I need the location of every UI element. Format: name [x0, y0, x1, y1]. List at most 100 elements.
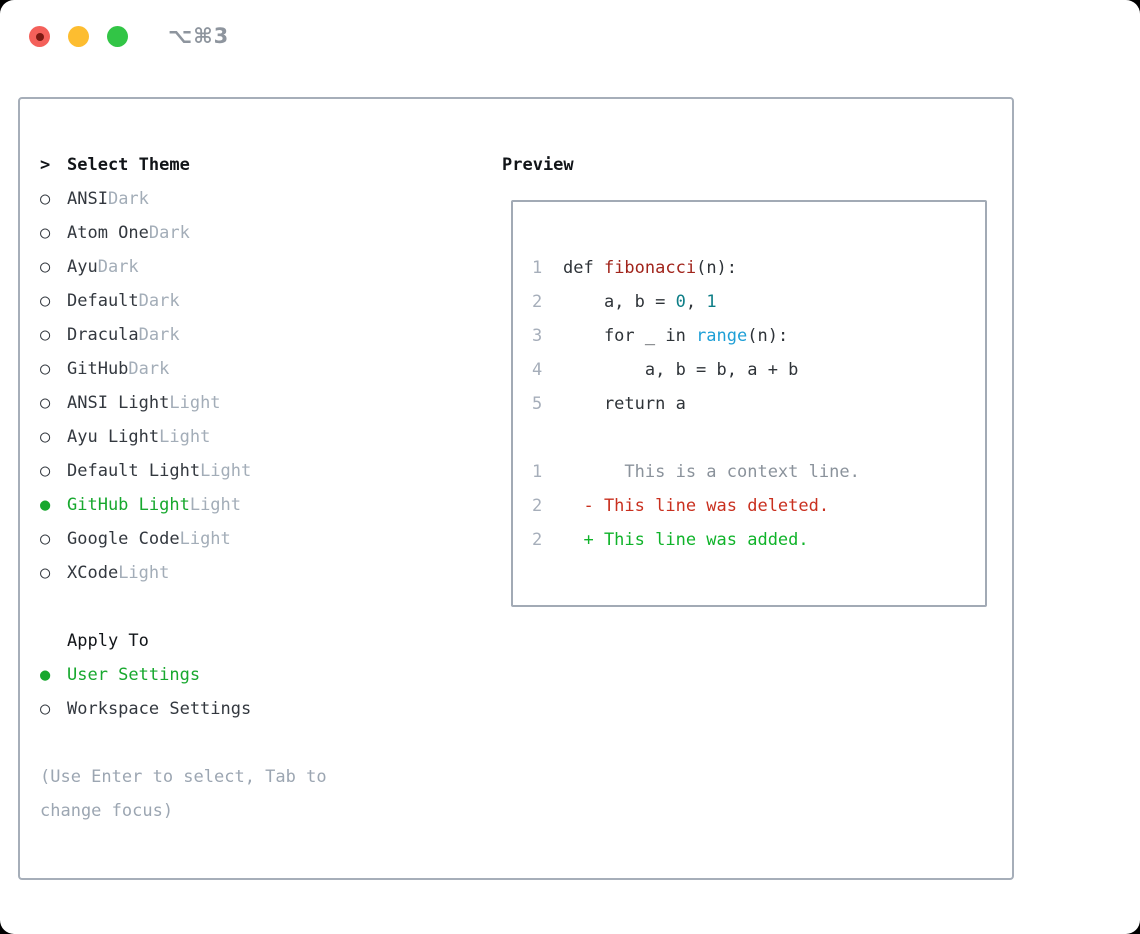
- line-content: def fibonacci(n):: [563, 258, 737, 278]
- theme-option-dracula-dark[interactable]: ○ Dracula Dark: [40, 318, 502, 352]
- code-segment-code: a, b =: [563, 292, 676, 312]
- theme-variant: Dark: [107, 189, 149, 209]
- radio-icon: ○: [40, 359, 51, 379]
- section-spacer: [40, 590, 502, 624]
- theme-variant: Light: [118, 563, 170, 583]
- window-titlebar: ⌥⌘3: [0, 0, 1140, 97]
- code-segment-code: return a: [563, 394, 686, 414]
- apply-option-workspace-settings[interactable]: ○ Workspace Settings: [40, 692, 502, 726]
- code-segment-code: (n):: [696, 258, 738, 278]
- code-line: 4 a, b = b, a + b: [532, 353, 985, 387]
- theme-list: ○ANSI Dark○Atom One Dark○Ayu Dark○Defaul…: [40, 182, 502, 590]
- select-theme-header: Select Theme: [67, 155, 190, 175]
- code-segment-code: (n):: [747, 326, 789, 346]
- code-line: 2 - This line was deleted.: [532, 489, 985, 523]
- minimize-button[interactable]: [68, 26, 89, 47]
- theme-name: ANSI: [67, 189, 108, 209]
- line-number: 2: [532, 530, 543, 550]
- line-content: return a: [563, 394, 686, 414]
- theme-name: Ayu Light: [67, 427, 160, 447]
- zoom-button[interactable]: [107, 26, 128, 47]
- blank-line: [532, 421, 985, 455]
- apply-option-label: Workspace Settings: [67, 699, 252, 719]
- code-segment-code: ,: [685, 292, 707, 312]
- theme-name: Google Code: [67, 529, 180, 549]
- window-title: ⌥⌘3: [168, 24, 230, 48]
- radio-icon: ○: [40, 325, 51, 345]
- code-segment-code: for _ in: [563, 326, 697, 346]
- prompt-icon: >: [40, 155, 51, 175]
- theme-variant: Light: [169, 393, 221, 413]
- theme-option-default-dark[interactable]: ○ Default Dark: [40, 284, 502, 318]
- preview-header: Preview: [502, 155, 574, 175]
- theme-option-github-dark[interactable]: ○GitHub Dark: [40, 352, 502, 386]
- apply-to-header-row: Apply To: [40, 624, 502, 658]
- code-line: 2 a, b = 0, 1: [532, 285, 985, 319]
- line-content: for _ in range(n):: [563, 326, 788, 346]
- theme-name: Default Light: [67, 461, 201, 481]
- line-number: 3: [532, 326, 543, 346]
- theme-option-xcode-light[interactable]: ○XCode Light: [40, 556, 502, 590]
- code-segment-number: 1: [706, 292, 717, 312]
- radio-icon: ○: [40, 291, 51, 311]
- theme-variant: Light: [159, 427, 211, 447]
- theme-option-ayu-dark[interactable]: ○ Ayu Dark: [40, 250, 502, 284]
- radio-selected-icon: ●: [40, 665, 51, 685]
- theme-name: Atom One: [67, 223, 149, 243]
- help-text: (Use Enter to select, Tab to change focu…: [40, 760, 502, 828]
- close-button[interactable]: [29, 26, 50, 47]
- line-number: 2: [532, 496, 543, 516]
- code-segment-added: + This line was added.: [563, 530, 809, 550]
- theme-name: Default: [67, 291, 139, 311]
- code-segment-code: def: [563, 258, 604, 278]
- main-panel: >Select Theme ○ANSI Dark○Atom One Dark○A…: [18, 97, 1014, 880]
- theme-variant: Dark: [128, 359, 170, 379]
- radio-selected-icon: ●: [40, 495, 51, 515]
- theme-variant: Dark: [148, 223, 190, 243]
- theme-option-github-light-light[interactable]: ●GitHub Light Light: [40, 488, 502, 522]
- code-line: 1 def fibonacci(n):: [532, 251, 985, 285]
- line-number: 1: [532, 258, 543, 278]
- theme-selector: >Select Theme ○ANSI Dark○Atom One Dark○A…: [40, 148, 502, 828]
- code-line: 2 + This line was added.: [532, 523, 985, 557]
- help-line-1: (Use Enter to select, Tab to: [40, 767, 327, 787]
- radio-icon: ○: [40, 529, 51, 549]
- theme-option-atom-one-dark[interactable]: ○Atom One Dark: [40, 216, 502, 250]
- theme-variant: Dark: [138, 291, 180, 311]
- help-line-2: change focus): [40, 801, 174, 821]
- line-content: This is a context line.: [563, 462, 860, 482]
- line-content: a, b = b, a + b: [563, 360, 799, 380]
- code-segment-code: a, b = b, a + b: [563, 360, 799, 380]
- line-content: a, b = 0, 1: [563, 292, 717, 312]
- radio-icon: ○: [40, 257, 51, 277]
- theme-option-default-light-light[interactable]: ○Default Light Light: [40, 454, 502, 488]
- theme-name: ANSI Light: [67, 393, 170, 413]
- theme-option-ansi-dark[interactable]: ○ ANSI Dark: [40, 182, 502, 216]
- radio-icon: ○: [40, 699, 51, 719]
- code-line: 3 for _ in range(n):: [532, 319, 985, 353]
- radio-icon: ○: [40, 189, 51, 209]
- line-content: - This line was deleted.: [563, 496, 829, 516]
- theme-variant: Light: [179, 529, 231, 549]
- apply-option-user-settings[interactable]: ● User Settings: [40, 658, 502, 692]
- line-content: + This line was added.: [563, 530, 809, 550]
- theme-name: Ayu: [67, 257, 98, 277]
- code-segment-context: This is a context line.: [563, 462, 860, 482]
- apply-to-list: ● User Settings ○ Workspace Settings: [40, 658, 502, 726]
- line-number: 5: [532, 394, 543, 414]
- code-segment-function: fibonacci: [603, 258, 697, 278]
- theme-name: Dracula: [67, 325, 139, 345]
- apply-option-label: User Settings: [67, 665, 201, 685]
- line-number: 1: [532, 462, 543, 482]
- theme-variant: Dark: [138, 325, 180, 345]
- select-theme-header-row: > Select Theme: [40, 148, 502, 182]
- theme-option-ayu-light-light[interactable]: ○Ayu Light Light: [40, 420, 502, 454]
- theme-option-ansi-light-light[interactable]: ○ANSI Light Light: [40, 386, 502, 420]
- theme-option-google-code-light[interactable]: ○ Google Code Light: [40, 522, 502, 556]
- radio-icon: ○: [40, 461, 51, 481]
- theme-variant: Dark: [97, 257, 139, 277]
